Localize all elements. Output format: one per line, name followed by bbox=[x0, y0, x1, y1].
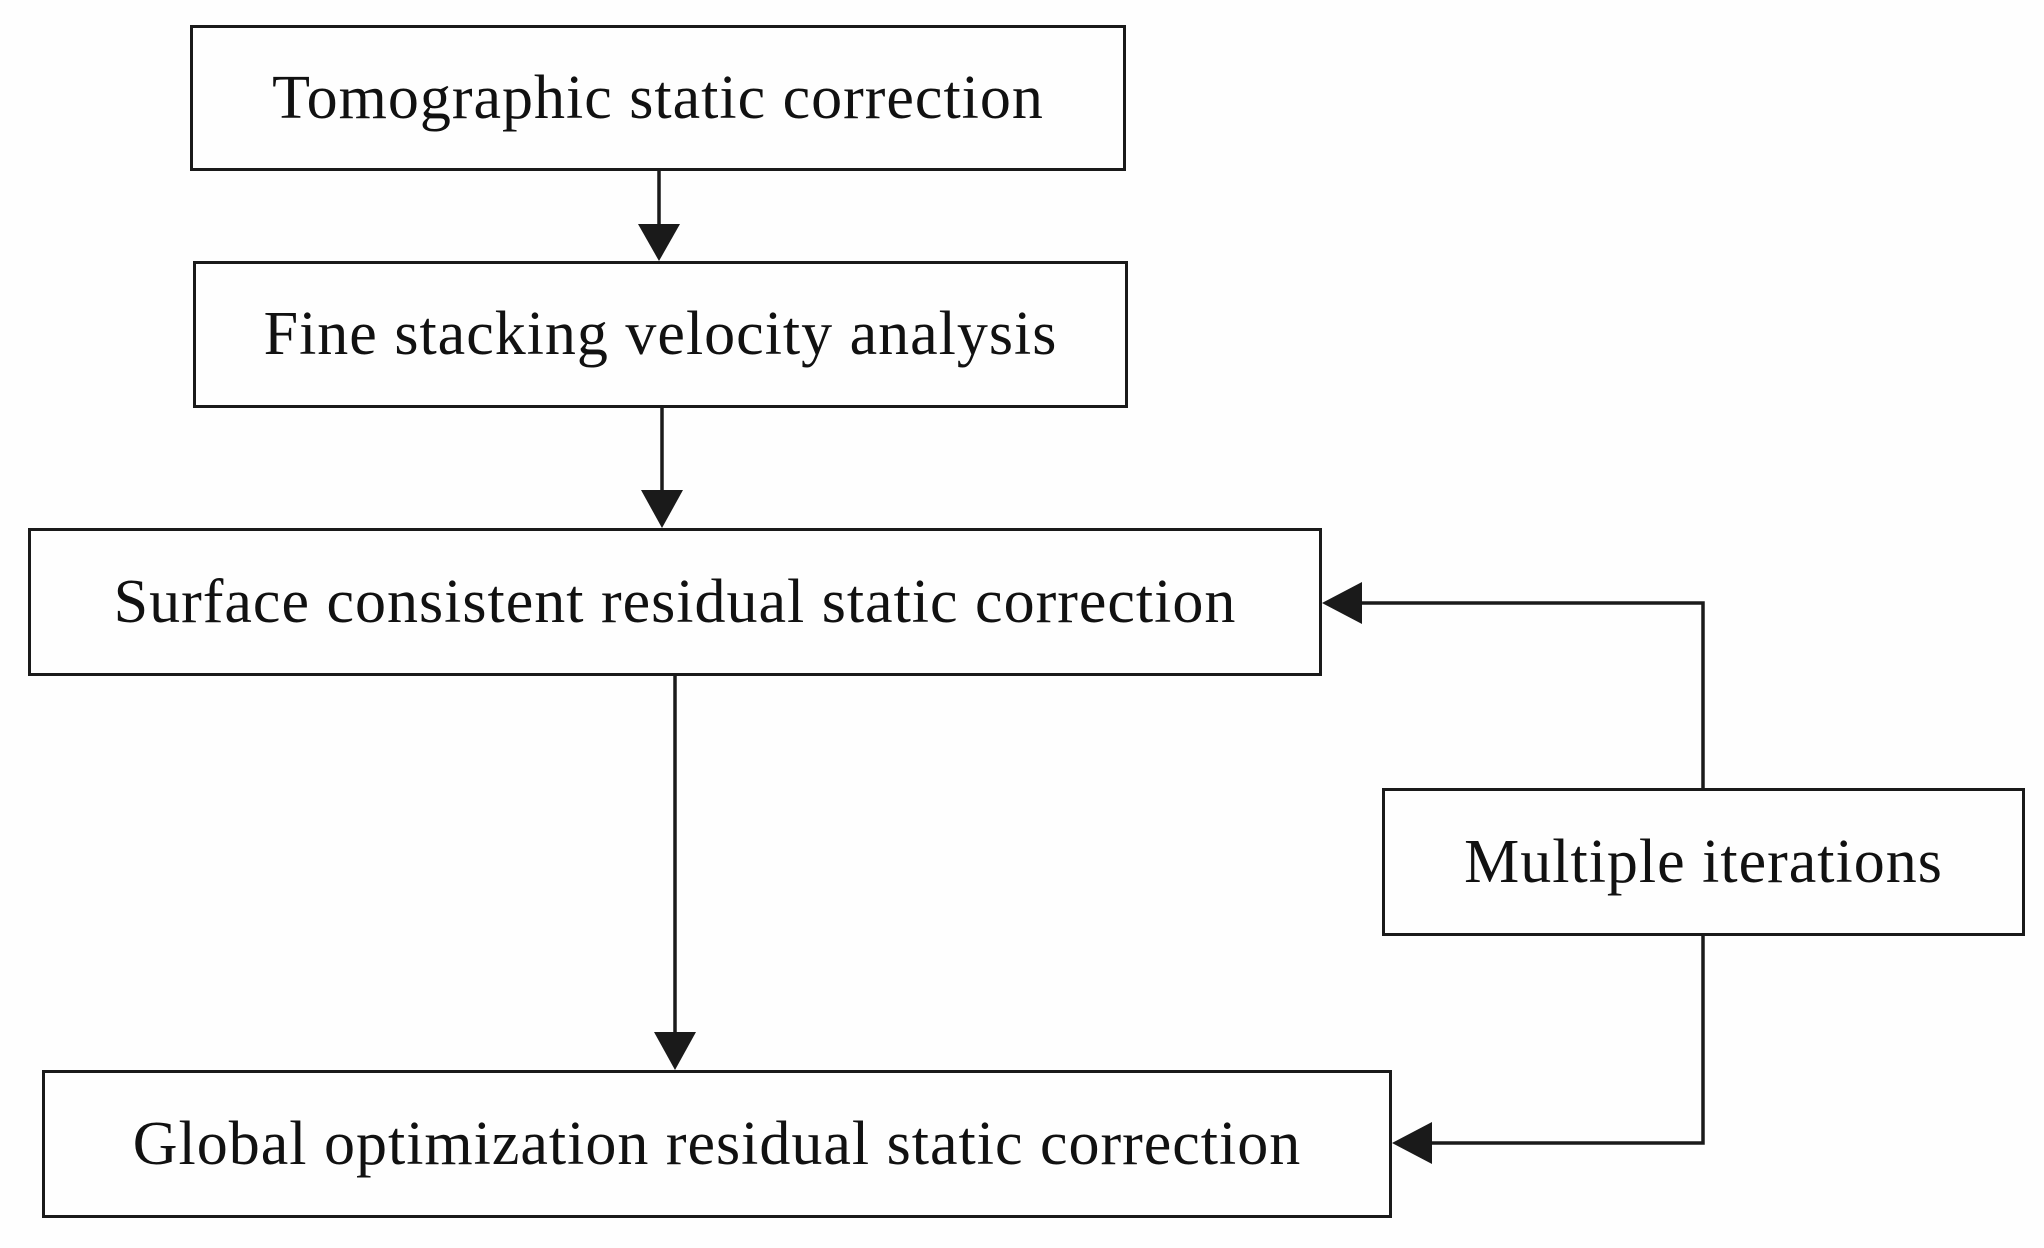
node-tomographic-static-correction: Tomographic static correction bbox=[190, 25, 1126, 171]
node-global-optimization-residual-static-correction: Global optimization residual static corr… bbox=[42, 1070, 1392, 1218]
node-fine-stacking-velocity-analysis: Fine stacking velocity analysis bbox=[193, 261, 1128, 408]
node-multiple-iterations: Multiple iterations bbox=[1382, 788, 2025, 936]
node-label: Global optimization residual static corr… bbox=[132, 1109, 1302, 1178]
edge-iterations-to-surface bbox=[1358, 601, 1705, 788]
arrowhead-surface bbox=[641, 490, 683, 528]
arrowhead-global-feedback bbox=[1392, 1122, 1432, 1164]
arrowhead-global bbox=[654, 1032, 696, 1070]
node-label: Tomographic static correction bbox=[272, 63, 1044, 132]
arrowhead-surface-feedback bbox=[1322, 582, 1362, 624]
node-label: Multiple iterations bbox=[1464, 827, 1943, 896]
node-surface-consistent-residual-static-correction: Surface consistent residual static corre… bbox=[28, 528, 1322, 676]
node-label: Fine stacking velocity analysis bbox=[263, 300, 1058, 368]
arrowhead-velocity bbox=[638, 224, 680, 261]
edge-iterations-to-global bbox=[1428, 936, 1705, 1145]
node-label: Surface consistent residual static corre… bbox=[113, 567, 1237, 636]
